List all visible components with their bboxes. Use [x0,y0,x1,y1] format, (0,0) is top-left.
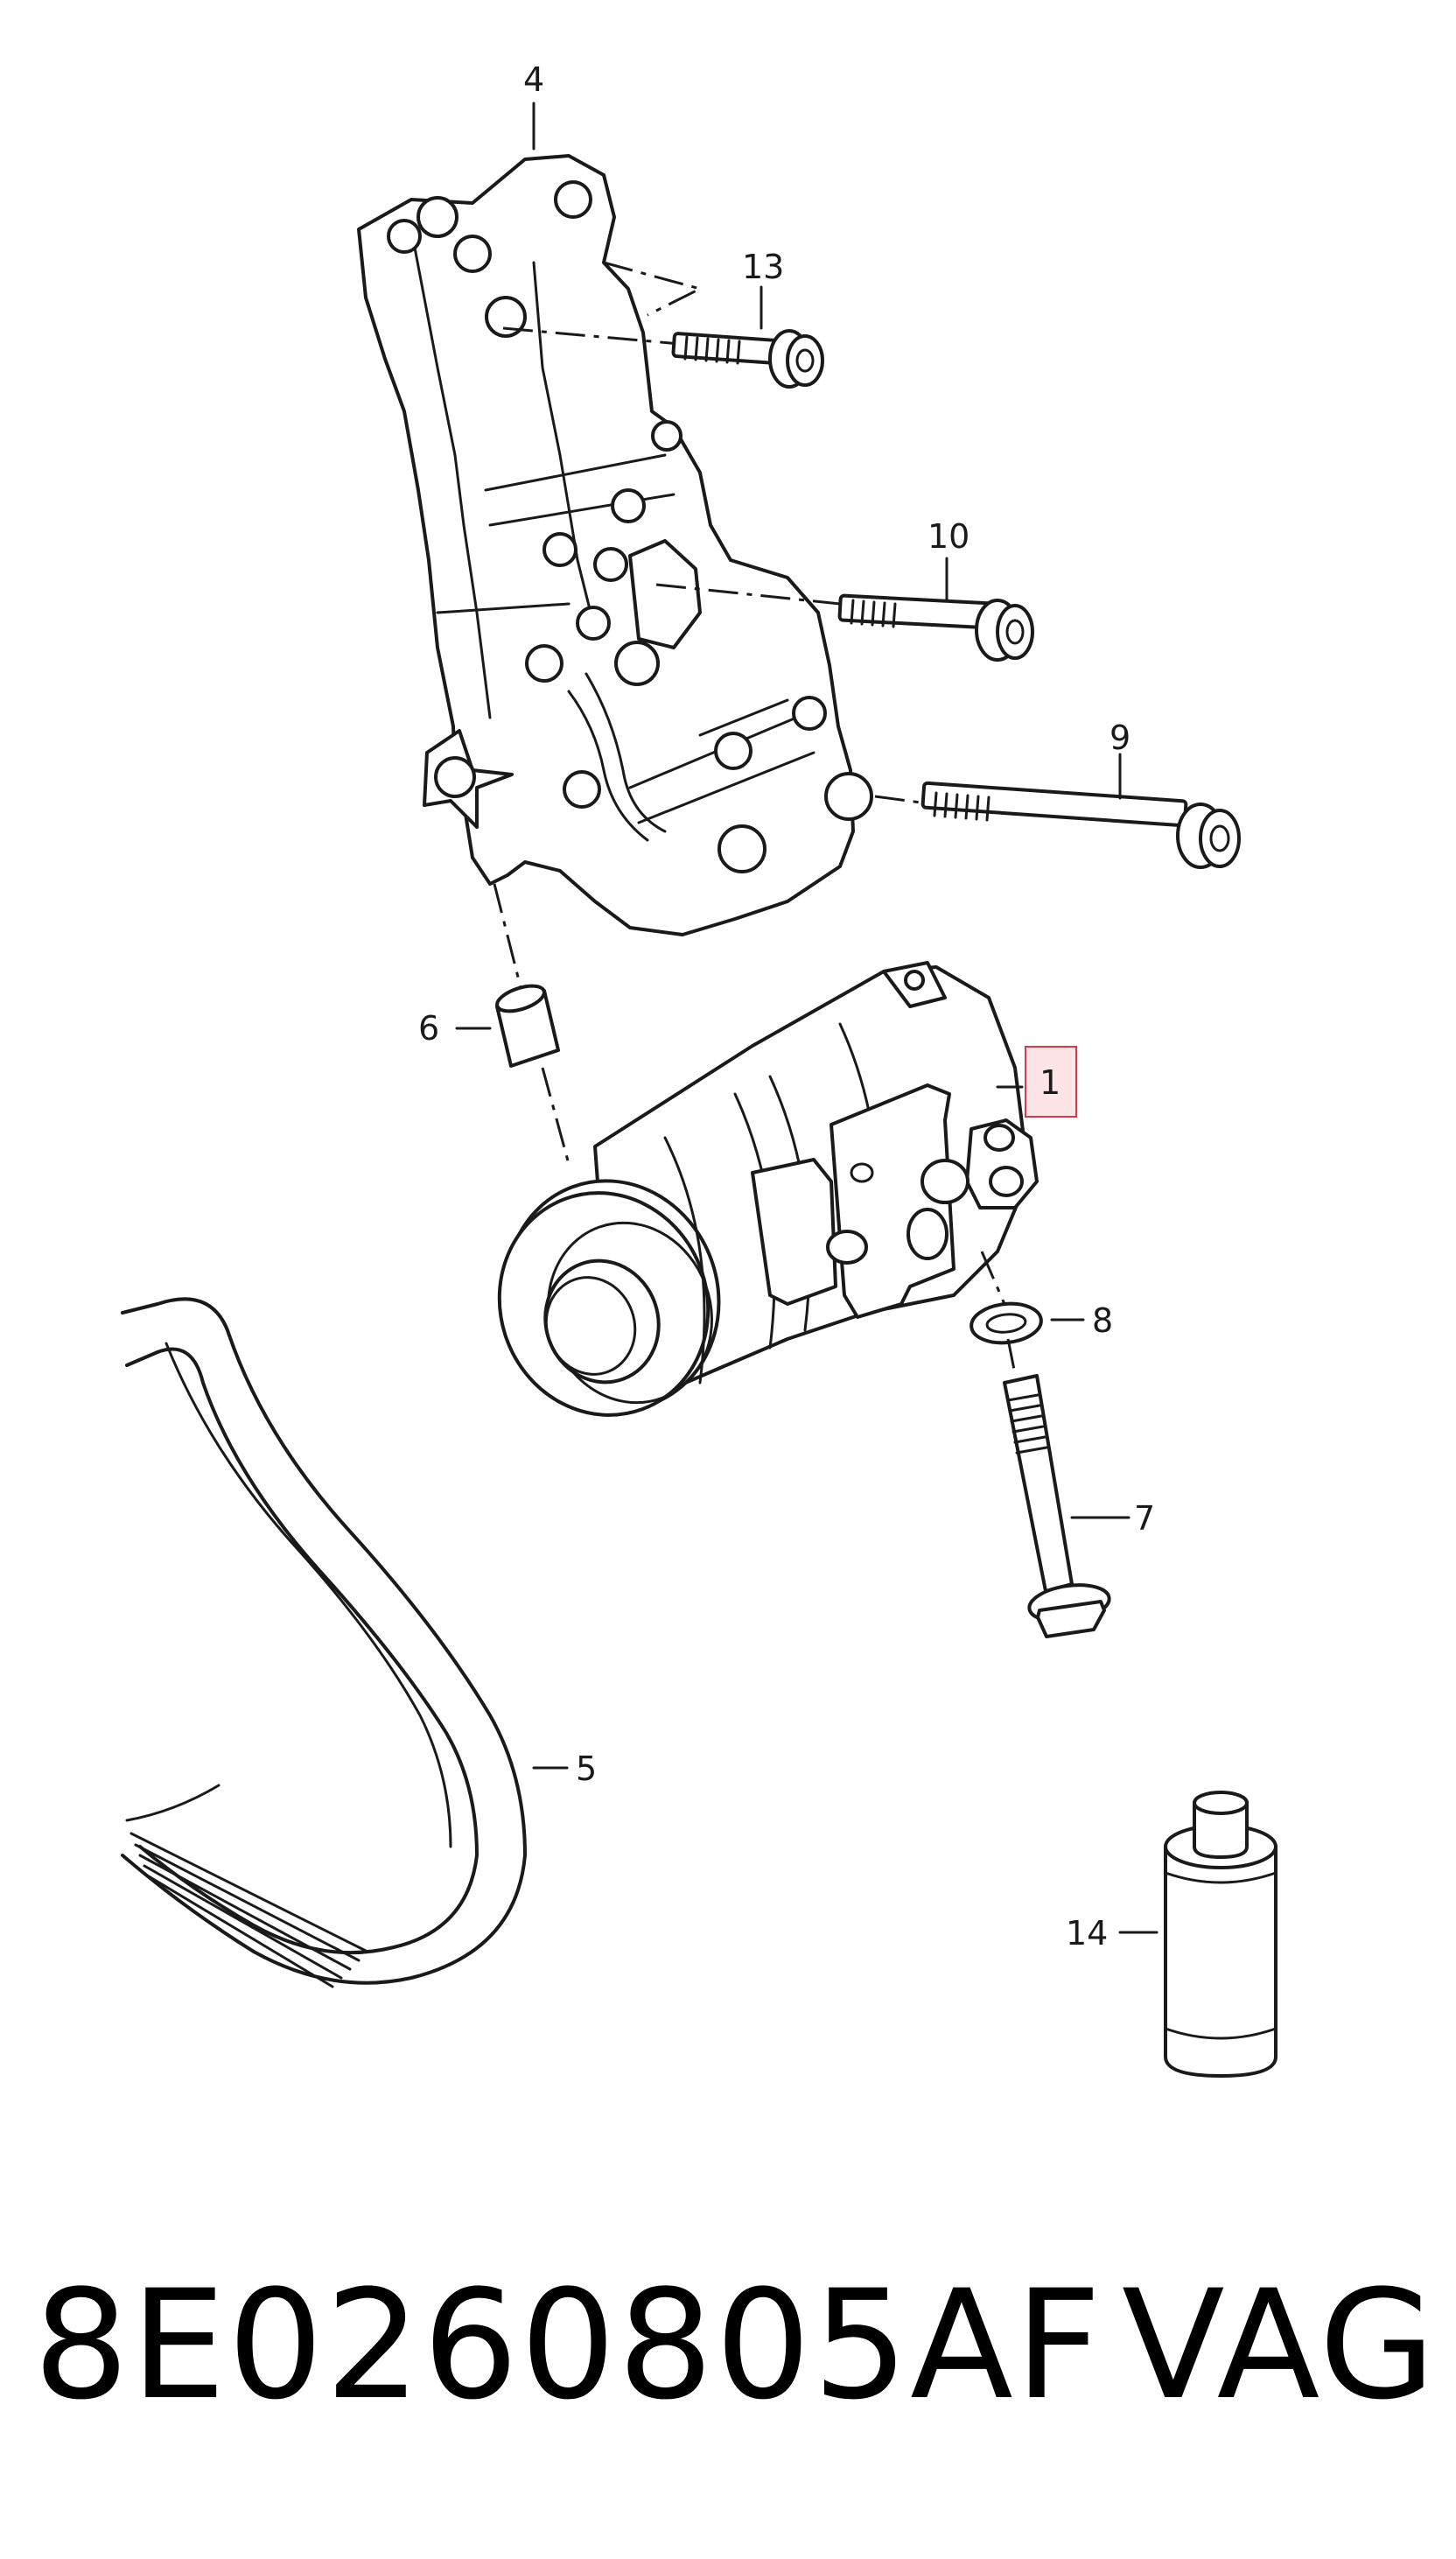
callout-6: 6 [418,1009,439,1048]
callout-13: 13 [742,248,784,286]
mounting-bracket [357,154,873,936]
callout-7: 7 [1134,1499,1155,1538]
sleeve-6 [493,883,570,1165]
bolt-7 [1003,1338,1130,1638]
callout-10: 10 [928,517,970,556]
oil-cartridge-14 [1118,1791,1278,2078]
callout-14: 14 [1066,1914,1108,1953]
ac-compressor [497,961,1039,1417]
bolt-9 [874,781,1241,869]
part-number-caption: 8E0260805AF [33,2257,1103,2433]
callout-9: 9 [1110,719,1130,757]
poly-v-belt-5 [121,1297,569,1988]
callout-labels: 1 4 5 6 7 8 9 10 13 14 [418,60,1155,1953]
leader-lines [455,102,1122,1030]
brand-caption: VAG [1122,2257,1438,2433]
callout-1: 1 [1040,1063,1060,1102]
bolt-13 [502,261,824,389]
callout-4: 4 [523,60,544,99]
bolt-10 [655,583,1034,662]
callout-5: 5 [576,1749,597,1788]
callout-8: 8 [1092,1301,1113,1340]
washer-8 [970,1251,1085,1345]
callout-1-highlight [1025,1046,1077,1118]
